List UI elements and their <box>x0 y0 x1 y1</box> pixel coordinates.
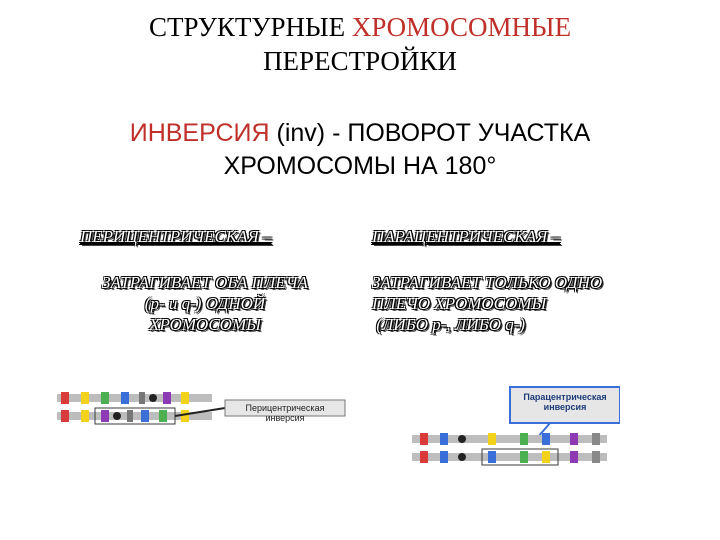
centromere <box>149 394 157 402</box>
title-line-2: ПЕРЕСТРОЙКИ <box>0 44 720 78</box>
band-purple <box>101 410 109 422</box>
band-green <box>520 433 528 445</box>
paracentric-label-line-1: Парацентрическая <box>512 392 618 402</box>
band-purple <box>570 451 578 463</box>
band-green <box>520 451 528 463</box>
band-grey <box>592 433 600 445</box>
pericentric-diagram-label: Перицентрическая инверсия <box>226 403 344 423</box>
band-blue <box>141 410 149 422</box>
centromere <box>113 412 121 420</box>
pericentric-desc-line-1: ЗАТРАГИВАЕТ ОБА ПЛЕЧА <box>55 272 355 293</box>
band-green <box>159 410 167 422</box>
paracentric-description: ЗАТРАГИВАЕТ ТОЛЬКО ОДНО ПЛЕЧО ХРОМОСОМЫ … <box>372 272 692 335</box>
band-grey <box>127 410 133 422</box>
band-yellow <box>181 410 189 422</box>
centromere <box>458 435 466 443</box>
band-yellow <box>181 392 189 404</box>
paracentric-desc-line-1: ЗАТРАГИВАЕТ ТОЛЬКО ОДНО <box>372 272 692 293</box>
title-black-text: СТРУКТУРНЫЕ <box>149 12 352 42</box>
band-yellow <box>488 433 496 445</box>
paracentric-heading: ПАРАЦЕНТРИЧЕСКАЯ – <box>372 226 692 247</box>
title-red-text: ХРОМОСОМНЫЕ <box>352 12 571 42</box>
band-red <box>420 433 428 445</box>
band-blue <box>440 451 448 463</box>
title-line-1: СТРУКТУРНЫЕ ХРОМОСОМНЫЕ <box>0 10 720 44</box>
band-red <box>61 392 69 404</box>
band-yellow <box>542 451 550 463</box>
pericentric-desc-line-2: (р- и q-) ОДНОЙ <box>55 293 355 314</box>
definition-text: (inv) - ПОВОРОТ УЧАСТКА <box>270 119 591 147</box>
slide-title: СТРУКТУРНЫЕ ХРОМОСОМНЫЕ ПЕРЕСТРОЙКИ <box>0 10 720 78</box>
band-blue <box>488 451 496 463</box>
band-red <box>420 451 428 463</box>
band-red <box>61 410 69 422</box>
band-blue <box>440 433 448 445</box>
definition-line-1: ИНВЕРСИЯ (inv) - ПОВОРОТ УЧАСТКА <box>0 117 720 150</box>
band-blue <box>121 392 129 404</box>
paracentric-desc-line-2: ПЛЕЧО ХРОМОСОМЫ <box>372 293 692 314</box>
band-yellow <box>81 392 89 404</box>
paracentric-diagram-label: Парацентрическая инверсия <box>512 392 618 412</box>
inversion-definition: ИНВЕРСИЯ (inv) - ПОВОРОТ УЧАСТКА ХРОМОСО… <box>0 117 720 183</box>
paracentric-label-line-2: инверсия <box>512 402 618 412</box>
paracentric-desc-line-3: (ЛИБО р-, ЛИБО q-) <box>372 314 692 335</box>
band-grey <box>139 392 145 404</box>
definition-term: ИНВЕРСИЯ <box>130 119 270 147</box>
band-blue <box>542 433 550 445</box>
pericentric-desc-line-3: ХРОМОСОМЫ <box>55 314 355 335</box>
band-yellow <box>81 410 89 422</box>
band-green <box>101 392 109 404</box>
band-purple <box>163 392 171 404</box>
band-grey <box>592 451 600 463</box>
centromere <box>458 453 466 461</box>
pericentric-heading: ПЕРИЦЕНТРИЧЕСКАЯ – <box>80 226 350 247</box>
pericentric-description: ЗАТРАГИВАЕТ ОБА ПЛЕЧА (р- и q-) ОДНОЙ ХР… <box>55 272 355 335</box>
band-purple <box>570 433 578 445</box>
definition-line-2: ХРОМОСОМЫ НА 180° <box>0 150 720 183</box>
